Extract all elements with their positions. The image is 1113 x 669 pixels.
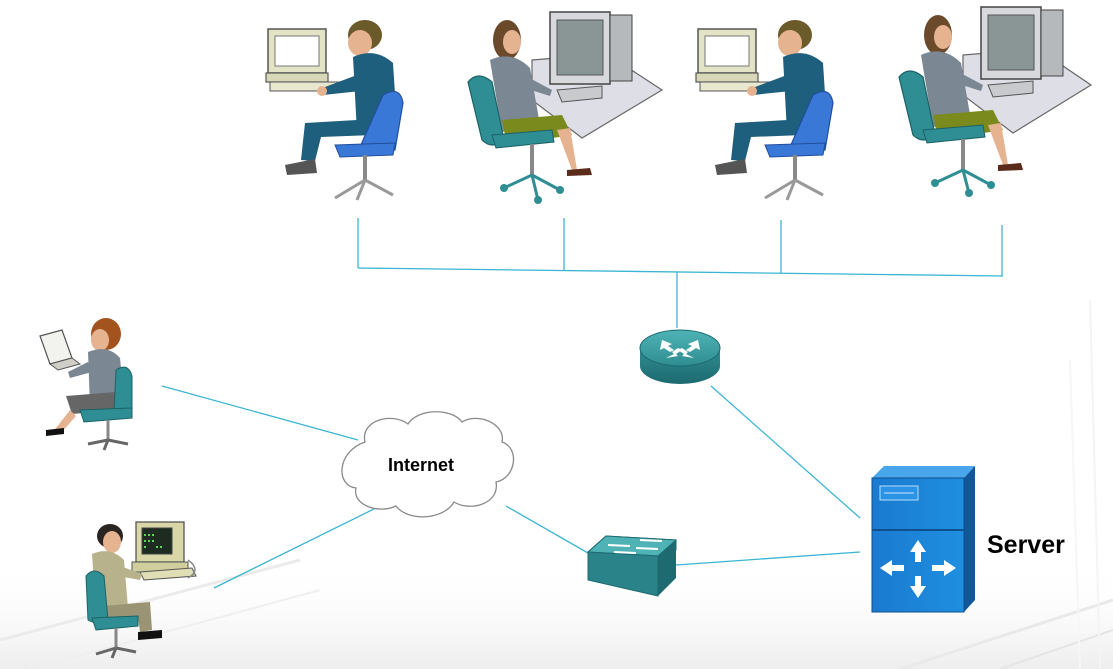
workstation-1-man-at-desktop-icon <box>265 20 404 201</box>
link-router-server <box>710 385 861 519</box>
cloud-icon <box>341 411 515 518</box>
link-internet-switch <box>505 505 589 554</box>
internet-label: Internet <box>388 455 455 475</box>
server-label: Server <box>987 531 1065 559</box>
woman-with-laptop-icon <box>39 318 133 451</box>
workstation-4-woman-at-desktop-icon <box>898 6 1093 197</box>
link-bus <box>357 267 1004 277</box>
server-icon <box>871 466 975 613</box>
link-terminal-internet <box>213 505 381 589</box>
man-at-terminal-icon <box>85 521 197 659</box>
workstation-2-woman-at-desktop-icon <box>467 11 664 204</box>
network-links <box>161 218 1004 589</box>
router-icon <box>639 329 721 384</box>
link-switch-server <box>675 551 861 566</box>
switch-icon <box>586 535 678 597</box>
link-laptop-internet <box>161 385 359 441</box>
workstation-3-man-at-desktop-icon <box>695 20 834 201</box>
